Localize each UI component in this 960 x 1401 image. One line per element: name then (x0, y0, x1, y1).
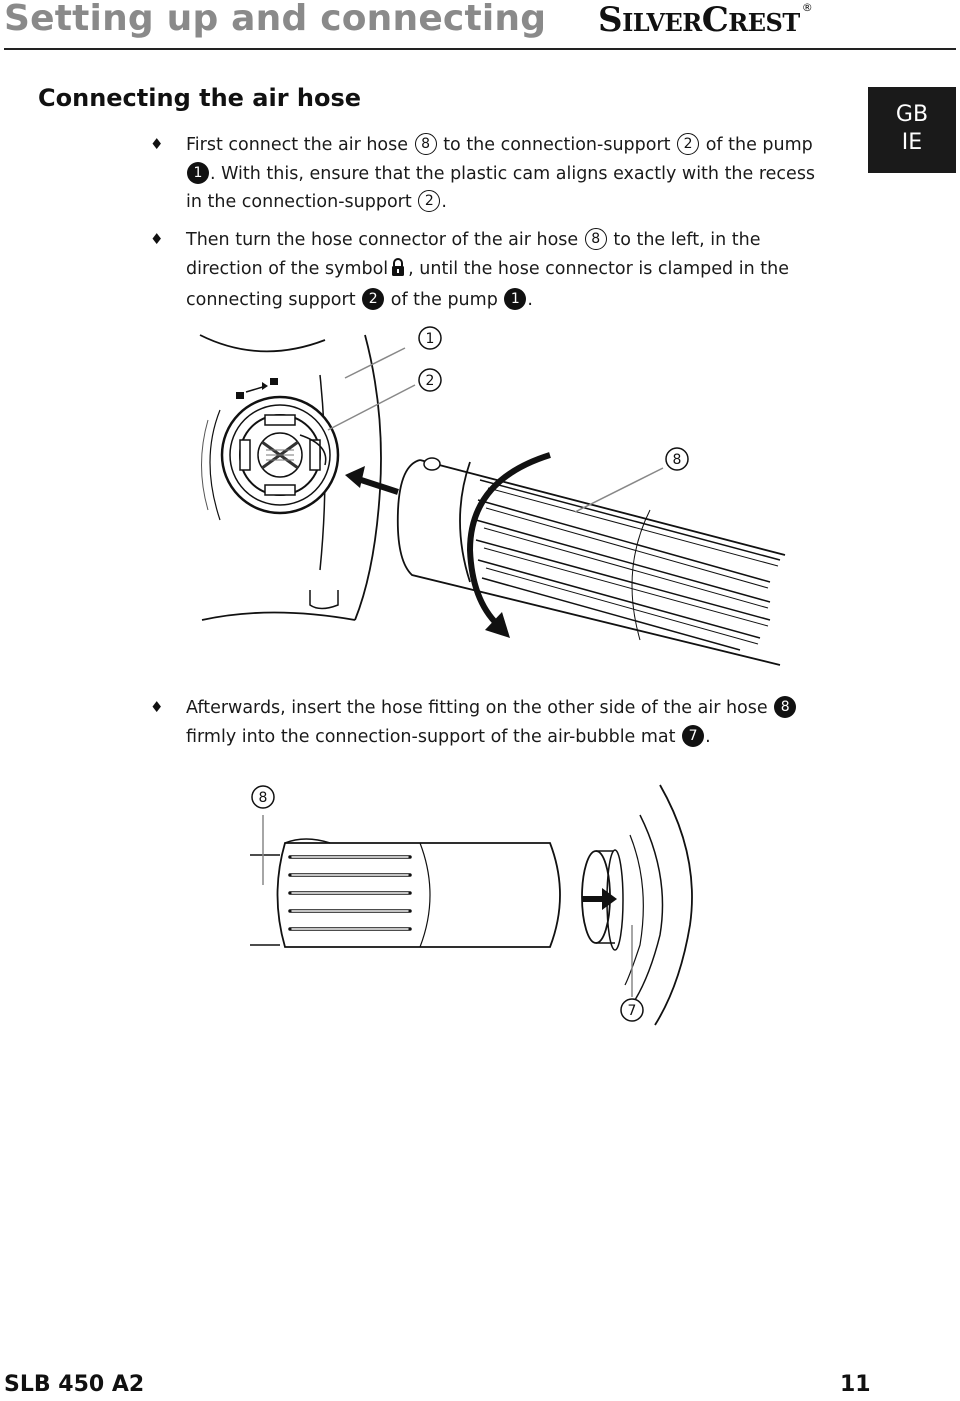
instruction-paragraph-3: Afterwards, insert the hose fitting on t… (186, 694, 836, 751)
rotate-left-arrow-icon (466, 452, 551, 628)
ref-number-hose: 8 (584, 228, 607, 250)
connection-support (220, 395, 340, 515)
lock-icon (390, 257, 406, 287)
footer-page-number: 11 (840, 1372, 871, 1397)
ref-number-pump: 1 (187, 161, 209, 184)
air-hose-fitting (250, 838, 561, 948)
callout-hose: 8 (665, 447, 689, 471)
footer-model: SLB 450 A2 (4, 1372, 145, 1397)
figure-hose-to-mat: 8 7 (250, 784, 693, 1026)
instruction-paragraph-2: Then turn the hose connector of the air … (186, 228, 789, 310)
ref-number-hose: 8 (774, 696, 797, 718)
ref-number-pump: 1 (504, 288, 527, 310)
header-rule (4, 48, 956, 50)
brand-logo: SILVERCREST® (598, 0, 813, 40)
air-hose-connector (396, 457, 786, 666)
bullet-diamond-3: ♦ (150, 698, 164, 716)
svg-text:2: 2 (426, 373, 435, 389)
bullet-diamond-2: ♦ (150, 230, 164, 248)
ref-number-hose: 8 (414, 133, 437, 155)
mat-connection-support (581, 784, 693, 1026)
ref-number-mat: 7 (682, 724, 705, 747)
language-tab: GB IE (868, 87, 956, 173)
callout-support: 2 (418, 368, 442, 392)
language-tab-gb: GB (895, 102, 929, 127)
callout-hose: 8 (251, 785, 275, 809)
insert-direction-arrow-icon (354, 475, 399, 495)
callout-pump: 1 (418, 326, 442, 350)
ref-number-support: 2 (362, 288, 385, 310)
page-header-title: Setting up and connecting (4, 0, 547, 39)
section-title: Connecting the air hose (38, 84, 362, 112)
language-tab-ie: IE (901, 130, 923, 155)
callout-mat: 7 (620, 998, 644, 1022)
svg-text:7: 7 (628, 1003, 637, 1019)
ref-number-support: 2 (677, 133, 700, 155)
svg-text:8: 8 (259, 790, 268, 806)
svg-text:8: 8 (673, 452, 682, 468)
lock-unlock-symbols-icon (236, 378, 278, 399)
svg-text:1: 1 (426, 331, 435, 347)
bullet-diamond-1: ♦ (150, 135, 164, 153)
instruction-paragraph-1: First connect the air hose 8 to the conn… (186, 133, 816, 212)
pump-body-outline (199, 334, 326, 353)
ref-number-support: 2 (418, 190, 441, 212)
figure-pump-hose-connection: 1 2 8 (199, 326, 786, 666)
